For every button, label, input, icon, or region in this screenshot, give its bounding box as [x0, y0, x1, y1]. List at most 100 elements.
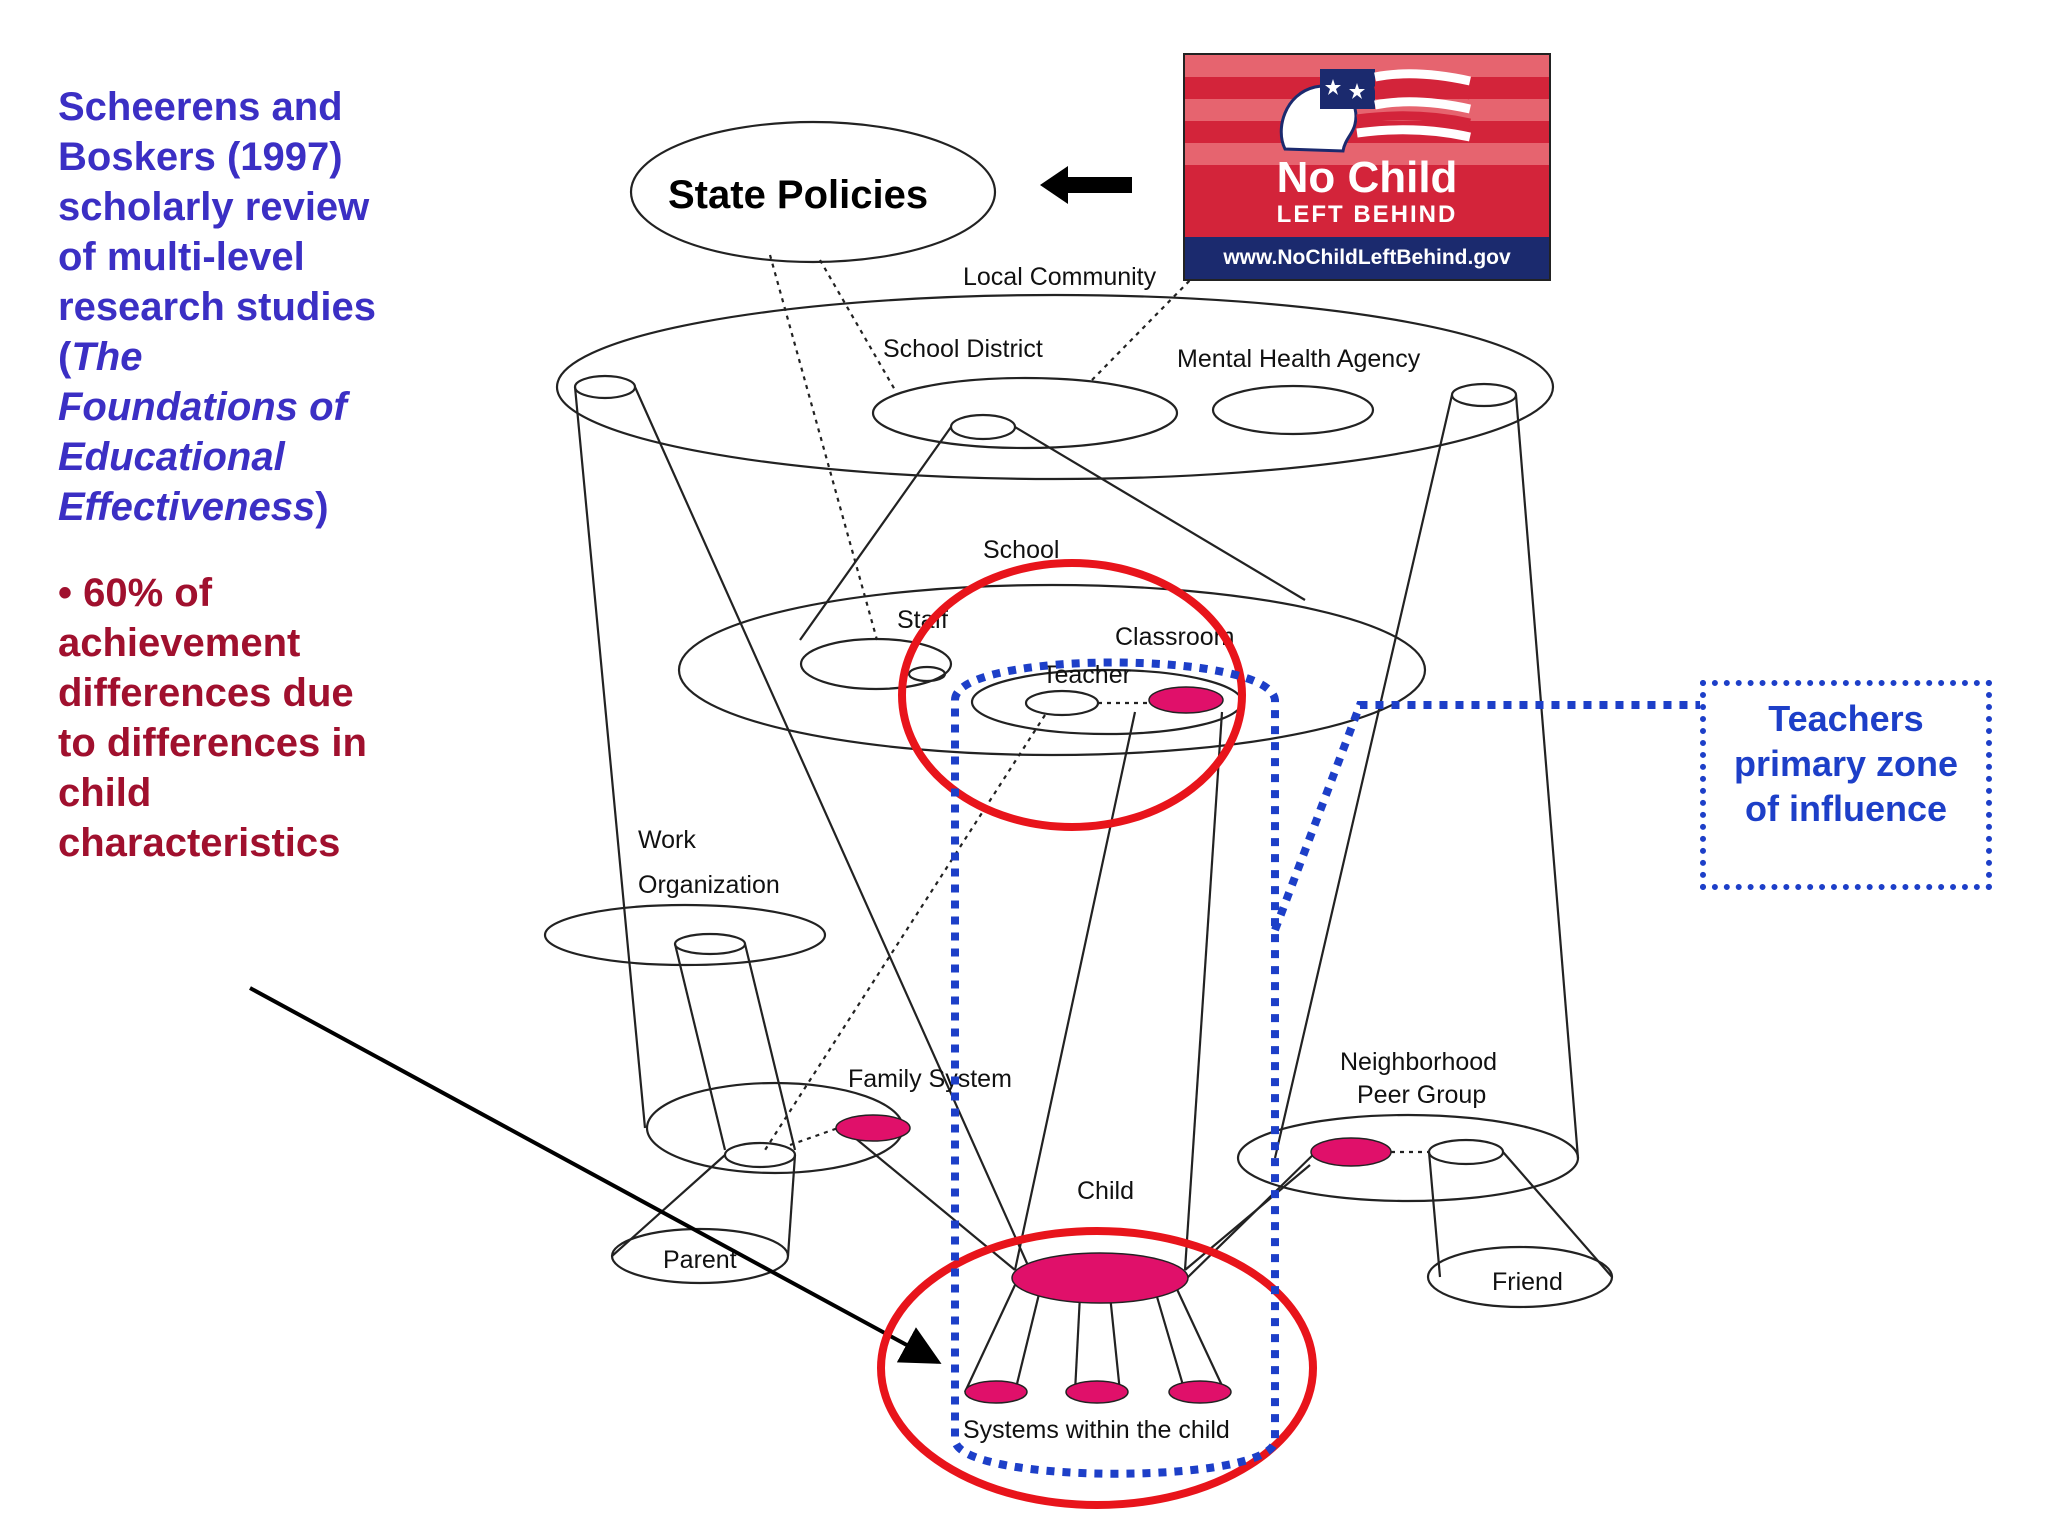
- child-node: [1011, 1252, 1189, 1304]
- staff-small-ellipse: [907, 665, 947, 683]
- dotted-connector: [768, 254, 879, 641]
- heading-line: Boskers (1997): [58, 135, 343, 179]
- book-title-line: (The: [58, 332, 438, 382]
- connector-line: [633, 386, 1032, 1271]
- teacher-ellipse: [1024, 689, 1100, 717]
- logo-stripe: [1185, 143, 1549, 165]
- connector-line: [1014, 426, 1306, 601]
- school-district-ellipse: [871, 376, 1179, 450]
- connector-line: [1013, 711, 1137, 1271]
- logo-title: No Child: [1276, 153, 1458, 202]
- teacher-label: Teacher: [1042, 661, 1131, 689]
- school-district-label: School District: [883, 335, 1043, 363]
- bullet-line: • 60% of: [58, 571, 213, 615]
- connector-line: [1108, 1294, 1122, 1393]
- book-title-word: The: [71, 335, 143, 379]
- inner-system-node: [1168, 1380, 1232, 1404]
- connector-line: [1174, 1284, 1226, 1393]
- school-label: School: [983, 536, 1059, 564]
- connector-line: [786, 1154, 797, 1257]
- logo-stripe: [1185, 55, 1549, 77]
- rim-ellipse-left: [573, 374, 637, 400]
- connector-line: [1514, 394, 1580, 1159]
- inner-system-node: [1065, 1380, 1129, 1404]
- connector-line: [743, 943, 797, 1151]
- state-policies-label: State Policies: [668, 173, 928, 217]
- connector-line: [1502, 1151, 1613, 1278]
- heading-line: scholarly review: [58, 185, 370, 229]
- inner-system-node: [964, 1380, 1028, 1404]
- family-child-node: [835, 1114, 911, 1142]
- bullet-line: child: [58, 771, 152, 815]
- heading-line: of multi-level: [58, 235, 305, 279]
- local-community-label: Local Community: [963, 263, 1157, 291]
- flag-head-icon: [1279, 69, 1471, 153]
- connector-line: [1183, 711, 1224, 1271]
- neighborhood-ellipse: [1236, 1113, 1580, 1203]
- child-label: Child: [1077, 1177, 1134, 1205]
- book-title-line: Educational: [58, 435, 285, 479]
- book-title-line: Effectiveness): [58, 485, 329, 529]
- nclb-arrowhead: [1040, 166, 1068, 204]
- open-paren: (: [58, 335, 72, 379]
- book-title-line: Foundations of: [58, 385, 347, 429]
- organization-label: Organization: [638, 871, 780, 899]
- family-system-label: Family System: [848, 1065, 1012, 1093]
- child-systems-highlight: [877, 1227, 1317, 1509]
- school-ellipse: [677, 583, 1427, 757]
- bullet-line: characteristics: [58, 821, 341, 865]
- peer-child-node: [1310, 1137, 1392, 1167]
- work-label: Work: [638, 826, 696, 854]
- state-policies-ellipse: [629, 120, 997, 264]
- teacher-influence-callout: Teachers primary zone of influence: [1700, 680, 1992, 890]
- left-text-panel: Scheerens and Boskers (1997) scholarly r…: [58, 82, 438, 868]
- callout-line: of influence: [1744, 788, 1947, 829]
- bullet-line: achievement: [58, 621, 301, 665]
- connector-line: [799, 426, 952, 641]
- connector-line: [1073, 1294, 1082, 1393]
- work-inner-ellipse: [673, 932, 747, 956]
- callout-line: primary zone: [1733, 743, 1959, 784]
- logo-subtitle: LEFT BEHIND: [1276, 201, 1458, 228]
- work-organization-ellipse: [543, 903, 827, 967]
- connector-line: [1184, 1164, 1311, 1271]
- family-inner-ellipse: [723, 1141, 797, 1169]
- systems-within-child-label: Systems within the child: [963, 1416, 1230, 1444]
- logo-url: www.NoChildLeftBehind.gov: [1185, 237, 1549, 279]
- connector-line: [611, 1154, 726, 1257]
- classroom-highlight: [898, 559, 1246, 831]
- heading-line: Scheerens and: [58, 85, 343, 129]
- research-heading: Scheerens and Boskers (1997) scholarly r…: [58, 82, 438, 532]
- parent-label: Parent: [663, 1246, 737, 1274]
- peer-group-label: Peer Group: [1357, 1081, 1486, 1109]
- connector-line: [1013, 1289, 1042, 1393]
- classroom-child-node: [1148, 686, 1224, 714]
- connector-line: [964, 1284, 1016, 1393]
- callout-line: Teachers: [1768, 698, 1924, 739]
- achievement-arrow: [249, 986, 942, 1364]
- district-inner-ellipse: [949, 413, 1017, 441]
- bullet-line: differences due: [58, 671, 354, 715]
- influence-callout-connector: [1271, 701, 1700, 932]
- bullet-point: • 60% of achievement differences due to …: [58, 568, 438, 868]
- dotted-connector: [1091, 269, 1201, 381]
- mental-health-agency-label: Mental Health Agency: [1177, 345, 1421, 373]
- nclb-logo: No Child LEFT BEHIND www.NoChildLeftBehi…: [1183, 53, 1551, 281]
- friend-label: Friend: [1492, 1268, 1563, 1296]
- dotted-connector: [819, 259, 896, 391]
- neighborhood-label: Neighborhood: [1340, 1048, 1497, 1076]
- connector-line: [1273, 394, 1454, 1159]
- bullet-line: to differences in: [58, 721, 367, 765]
- connector-line: [573, 386, 647, 1129]
- connector-line: [1153, 1289, 1187, 1393]
- connector-line: [673, 943, 727, 1151]
- dotted-connector: [789, 1126, 839, 1147]
- heading-line: research studies: [58, 285, 376, 329]
- local-community-ellipse: [555, 293, 1555, 481]
- peer-inner-ellipse: [1427, 1138, 1505, 1166]
- connector-line: [1427, 1151, 1442, 1278]
- teacher-influence-zone: [951, 658, 1279, 1478]
- close-paren: ): [315, 485, 329, 529]
- rim-ellipse-right: [1450, 382, 1518, 408]
